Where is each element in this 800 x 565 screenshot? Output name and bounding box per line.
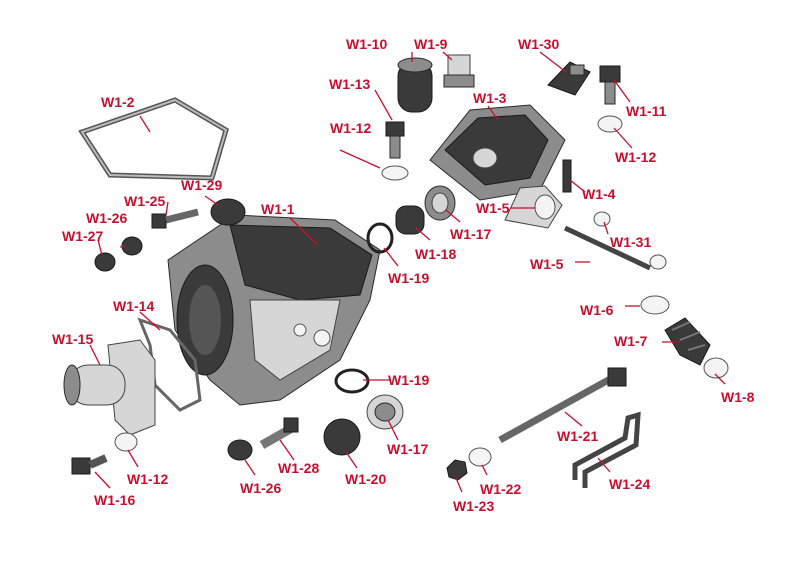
label-w1-18: W1-18: [415, 246, 457, 262]
ring-w1-8: [703, 357, 729, 379]
washer-w1-26-lower: [227, 439, 253, 461]
label-w1-23: W1-23: [453, 498, 495, 514]
label-w1-2: W1-2: [101, 94, 135, 110]
bracket-w1-24: [572, 411, 641, 488]
label-w1-31: W1-31: [610, 234, 652, 250]
label-w1-5-fork: W1-5: [476, 200, 510, 216]
label-w1-5-rod: W1-5: [530, 256, 564, 272]
label-w1-12-mid: W1-12: [330, 120, 372, 136]
ring-w1-31: [593, 211, 611, 227]
label-w1-9: W1-9: [414, 36, 448, 52]
label-w1-22: W1-22: [480, 481, 522, 497]
label-w1-29: W1-29: [181, 177, 223, 193]
seal-w1-17-lower: [366, 394, 404, 430]
label-w1-8: W1-8: [721, 389, 755, 405]
washer-w1-12-top: [597, 115, 623, 133]
washer-w1-22: [468, 447, 492, 467]
transmission-case: [167, 214, 381, 406]
bushing-w1-18: [395, 205, 425, 235]
washer-w1-12-mid: [381, 165, 409, 181]
label-w1-13: W1-13: [329, 76, 371, 92]
switch-w1-30: [547, 61, 591, 96]
label-w1-27: W1-27: [62, 228, 104, 244]
label-w1-7: W1-7: [614, 333, 648, 349]
bolt-w1-16: [71, 454, 108, 475]
boot-w1-7: [664, 317, 711, 366]
nut-w1-23: [446, 459, 468, 481]
seal-w1-17-upper: [424, 185, 456, 221]
plug-w1-20: [323, 418, 361, 456]
long-bolt-w1-21: [498, 367, 627, 444]
label-w1-10: W1-10: [346, 36, 388, 52]
label-w1-6: W1-6: [580, 302, 614, 318]
bolt-w1-25: [151, 208, 199, 229]
label-w1-1: W1-1: [261, 201, 295, 217]
leader-lines: [89, 51, 726, 493]
label-w1-12-low: W1-12: [127, 471, 169, 487]
ring-w1-6: [640, 295, 670, 315]
bolt-w1-28: [259, 417, 299, 449]
pin-w1-4: [562, 159, 572, 193]
label-w1-12-top: W1-12: [615, 149, 657, 165]
label-w1-26-lower: W1-26: [240, 480, 282, 496]
bushing-w1-10: [397, 57, 433, 113]
label-w1-14: W1-14: [113, 298, 155, 314]
label-w1-17-lower: W1-17: [387, 441, 429, 457]
label-w1-4: W1-4: [582, 186, 616, 202]
label-w1-3: W1-3: [473, 90, 507, 106]
label-w1-28: W1-28: [278, 460, 320, 476]
label-w1-21: W1-21: [557, 428, 599, 444]
o-ring-w1-19-lower: [334, 368, 370, 394]
ring-w1-5-end: [649, 254, 667, 270]
bolt-w1-11: [599, 65, 621, 105]
label-w1-11: W1-11: [626, 103, 667, 119]
washer-w1-27: [94, 252, 116, 272]
top-cover: [429, 104, 566, 201]
seal-w1-29: [210, 198, 246, 226]
o-ring-w1-19-upper: [366, 222, 394, 254]
label-w1-16: W1-16: [94, 492, 136, 508]
label-w1-26-upper: W1-26: [86, 210, 128, 226]
gasket-w1-14: [137, 317, 202, 412]
label-w1-19-upper: W1-19: [388, 270, 430, 286]
label-w1-19-lower: W1-19: [388, 372, 430, 388]
plug-w1-9: [443, 54, 475, 88]
label-w1-20: W1-20: [345, 471, 387, 487]
bearing-retainer-w1-15: [63, 339, 156, 436]
shift-rod-w1-5: [563, 225, 652, 271]
label-w1-30: W1-30: [518, 36, 560, 52]
washer-w1-12-low: [114, 432, 138, 452]
label-w1-17-upper: W1-17: [450, 226, 492, 242]
label-w1-15: W1-15: [52, 331, 94, 347]
shift-fork-w1-5: [504, 185, 563, 229]
label-w1-24: W1-24: [609, 476, 651, 492]
top-cover-gasket: [78, 97, 229, 181]
label-w1-25: W1-25: [124, 193, 166, 209]
bolt-w1-13: [385, 121, 405, 159]
